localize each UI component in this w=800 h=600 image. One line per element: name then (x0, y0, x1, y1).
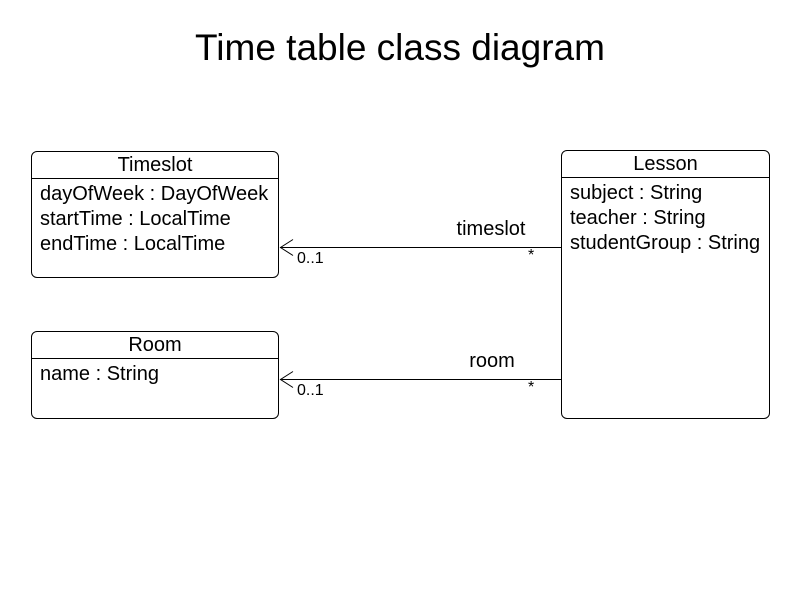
class-box-room: Room name : String (31, 331, 279, 419)
multiplicity-room-target: 0..1 (297, 382, 324, 399)
class-name-lesson: Lesson (562, 151, 769, 178)
multiplicity-timeslot-target: 0..1 (297, 250, 324, 267)
class-box-lesson: Lesson subject : String teacher : String… (561, 150, 770, 419)
association-label-room: room (469, 350, 515, 372)
diagram-title: Time table class diagram (195, 27, 605, 68)
attribute-starttime: startTime : LocalTime (40, 208, 231, 230)
class-name-timeslot: Timeslot (32, 152, 278, 179)
class-attributes-room: name : String (32, 359, 278, 387)
attribute-endtime: endTime : LocalTime (40, 233, 226, 255)
attribute-studentgroup: studentGroup : String (570, 232, 761, 254)
class-attributes-timeslot: dayOfWeek : DayOfWeek startTime : LocalT… (32, 179, 278, 257)
association-arrowhead-timeslot-icon (279, 239, 294, 256)
attribute-dayofweek: dayOfWeek : DayOfWeek (40, 183, 269, 205)
association-arrowhead-room-icon (279, 371, 294, 388)
class-attributes-lesson: subject : String teacher : String studen… (562, 178, 769, 256)
attribute-teacher: teacher : String (570, 207, 706, 229)
class-box-timeslot: Timeslot dayOfWeek : DayOfWeek startTime… (31, 151, 279, 278)
multiplicity-room-source: * (528, 379, 535, 396)
multiplicity-timeslot-source: * (528, 247, 535, 264)
association-label-timeslot: timeslot (456, 218, 526, 240)
attribute-name: name : String (40, 363, 159, 385)
attribute-subject: subject : String (570, 182, 703, 204)
class-name-room: Room (32, 332, 278, 359)
